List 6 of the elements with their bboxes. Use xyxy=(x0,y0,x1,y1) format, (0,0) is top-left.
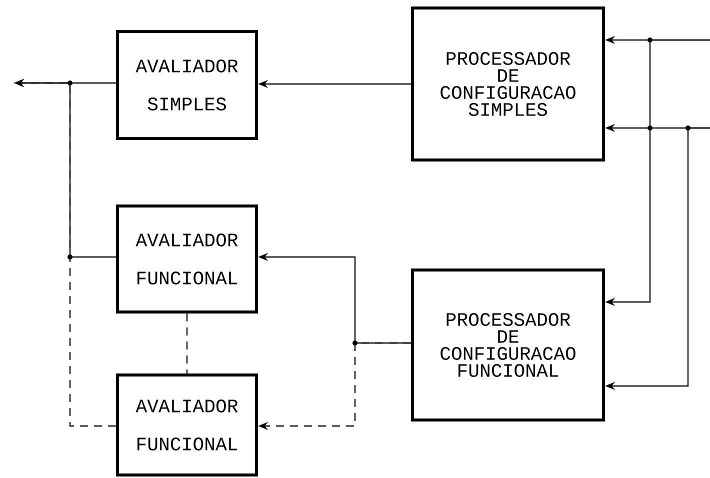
processor-box: PROCESSADOR DE CONFIGURACAO SIMPLES xyxy=(411,6,605,162)
processor-box: PROCESSADOR DE CONFIGURACAO FUNCIONAL xyxy=(411,268,605,422)
connector-line xyxy=(186,314,188,374)
evaluator-box: AVALIADOR SIMPLES xyxy=(116,30,258,140)
evaluator-box: AVALIADOR FUNCIONAL xyxy=(116,204,258,314)
evaluator-box: AVALIADOR FUNCIONAL xyxy=(116,374,258,476)
